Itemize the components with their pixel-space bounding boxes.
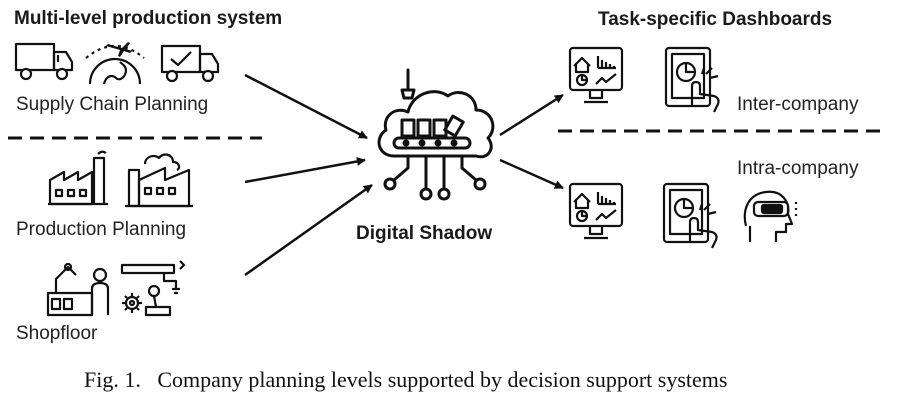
cloud-conveyor-circuit-icon [372, 68, 502, 208]
right-title: Task-specific Dashboards [598, 9, 833, 30]
home-monitor-dashboard-icon [566, 180, 628, 244]
tablet-touch-chart-icon [662, 44, 724, 114]
arrow-shopfloor-to-shadow [244, 183, 373, 277]
factory-icon [48, 150, 110, 206]
group-label-intra-company: Intra-company [737, 158, 859, 179]
vr-headset-icon [740, 186, 804, 244]
group-label-inter-company: Inter-company [737, 94, 859, 115]
home-monitor-dashboard-icon [566, 44, 628, 108]
arrow-shadow-to-inter [499, 93, 564, 137]
globe-airplane-icon [82, 42, 148, 86]
arrow-supply-to-shadow [244, 73, 368, 140]
figure-caption: Fig. 1. Company planning levels supporte… [84, 367, 728, 392]
truck-checkmark-icon [160, 44, 222, 84]
robot-worker-icon [46, 259, 110, 317]
tablet-touch-chart-icon [660, 180, 722, 250]
level-label-production: Production Planning [16, 219, 187, 240]
level-label-supply-chain: Supply Chain Planning [16, 94, 209, 115]
level-label-shopfloor: Shopfloor [16, 323, 98, 344]
delivery-truck-icon [14, 42, 76, 82]
arrow-shadow-to-intra [499, 158, 564, 190]
digital-shadow-label: Digital Shadow [356, 223, 493, 244]
left-title: Multi-level production system [14, 8, 283, 29]
robot-arm-gear-icon [120, 259, 186, 317]
factory-building-icon [125, 148, 195, 208]
arrow-production-to-shadow [244, 157, 366, 184]
